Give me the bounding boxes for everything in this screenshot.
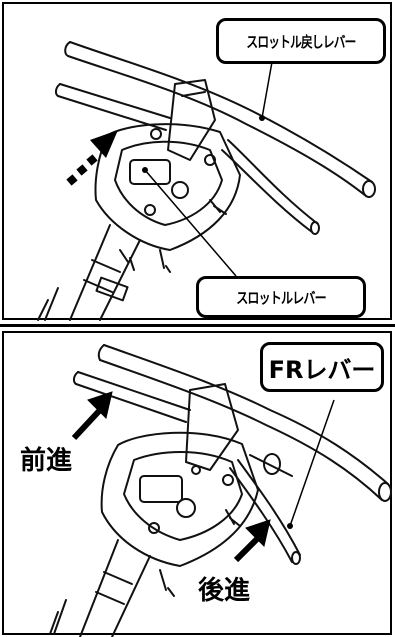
forward-label: 前進 [20,446,73,476]
top-machine-illustration [37,41,376,321]
reverse-label: 後進 [198,576,251,606]
fr-lever-label: FRレバー [268,355,376,384]
throttle-return-lever-callout: スロットル戻しレバー [216,18,386,64]
throttle-lever-callout: スロットルレバー [196,276,366,318]
throttle-return-lever-label: スロットル戻しレバー [246,32,356,51]
throttle-lever-label: スロットルレバー [236,288,326,307]
fr-lever-callout: FRレバー [260,342,384,392]
panel-divider [0,324,395,327]
